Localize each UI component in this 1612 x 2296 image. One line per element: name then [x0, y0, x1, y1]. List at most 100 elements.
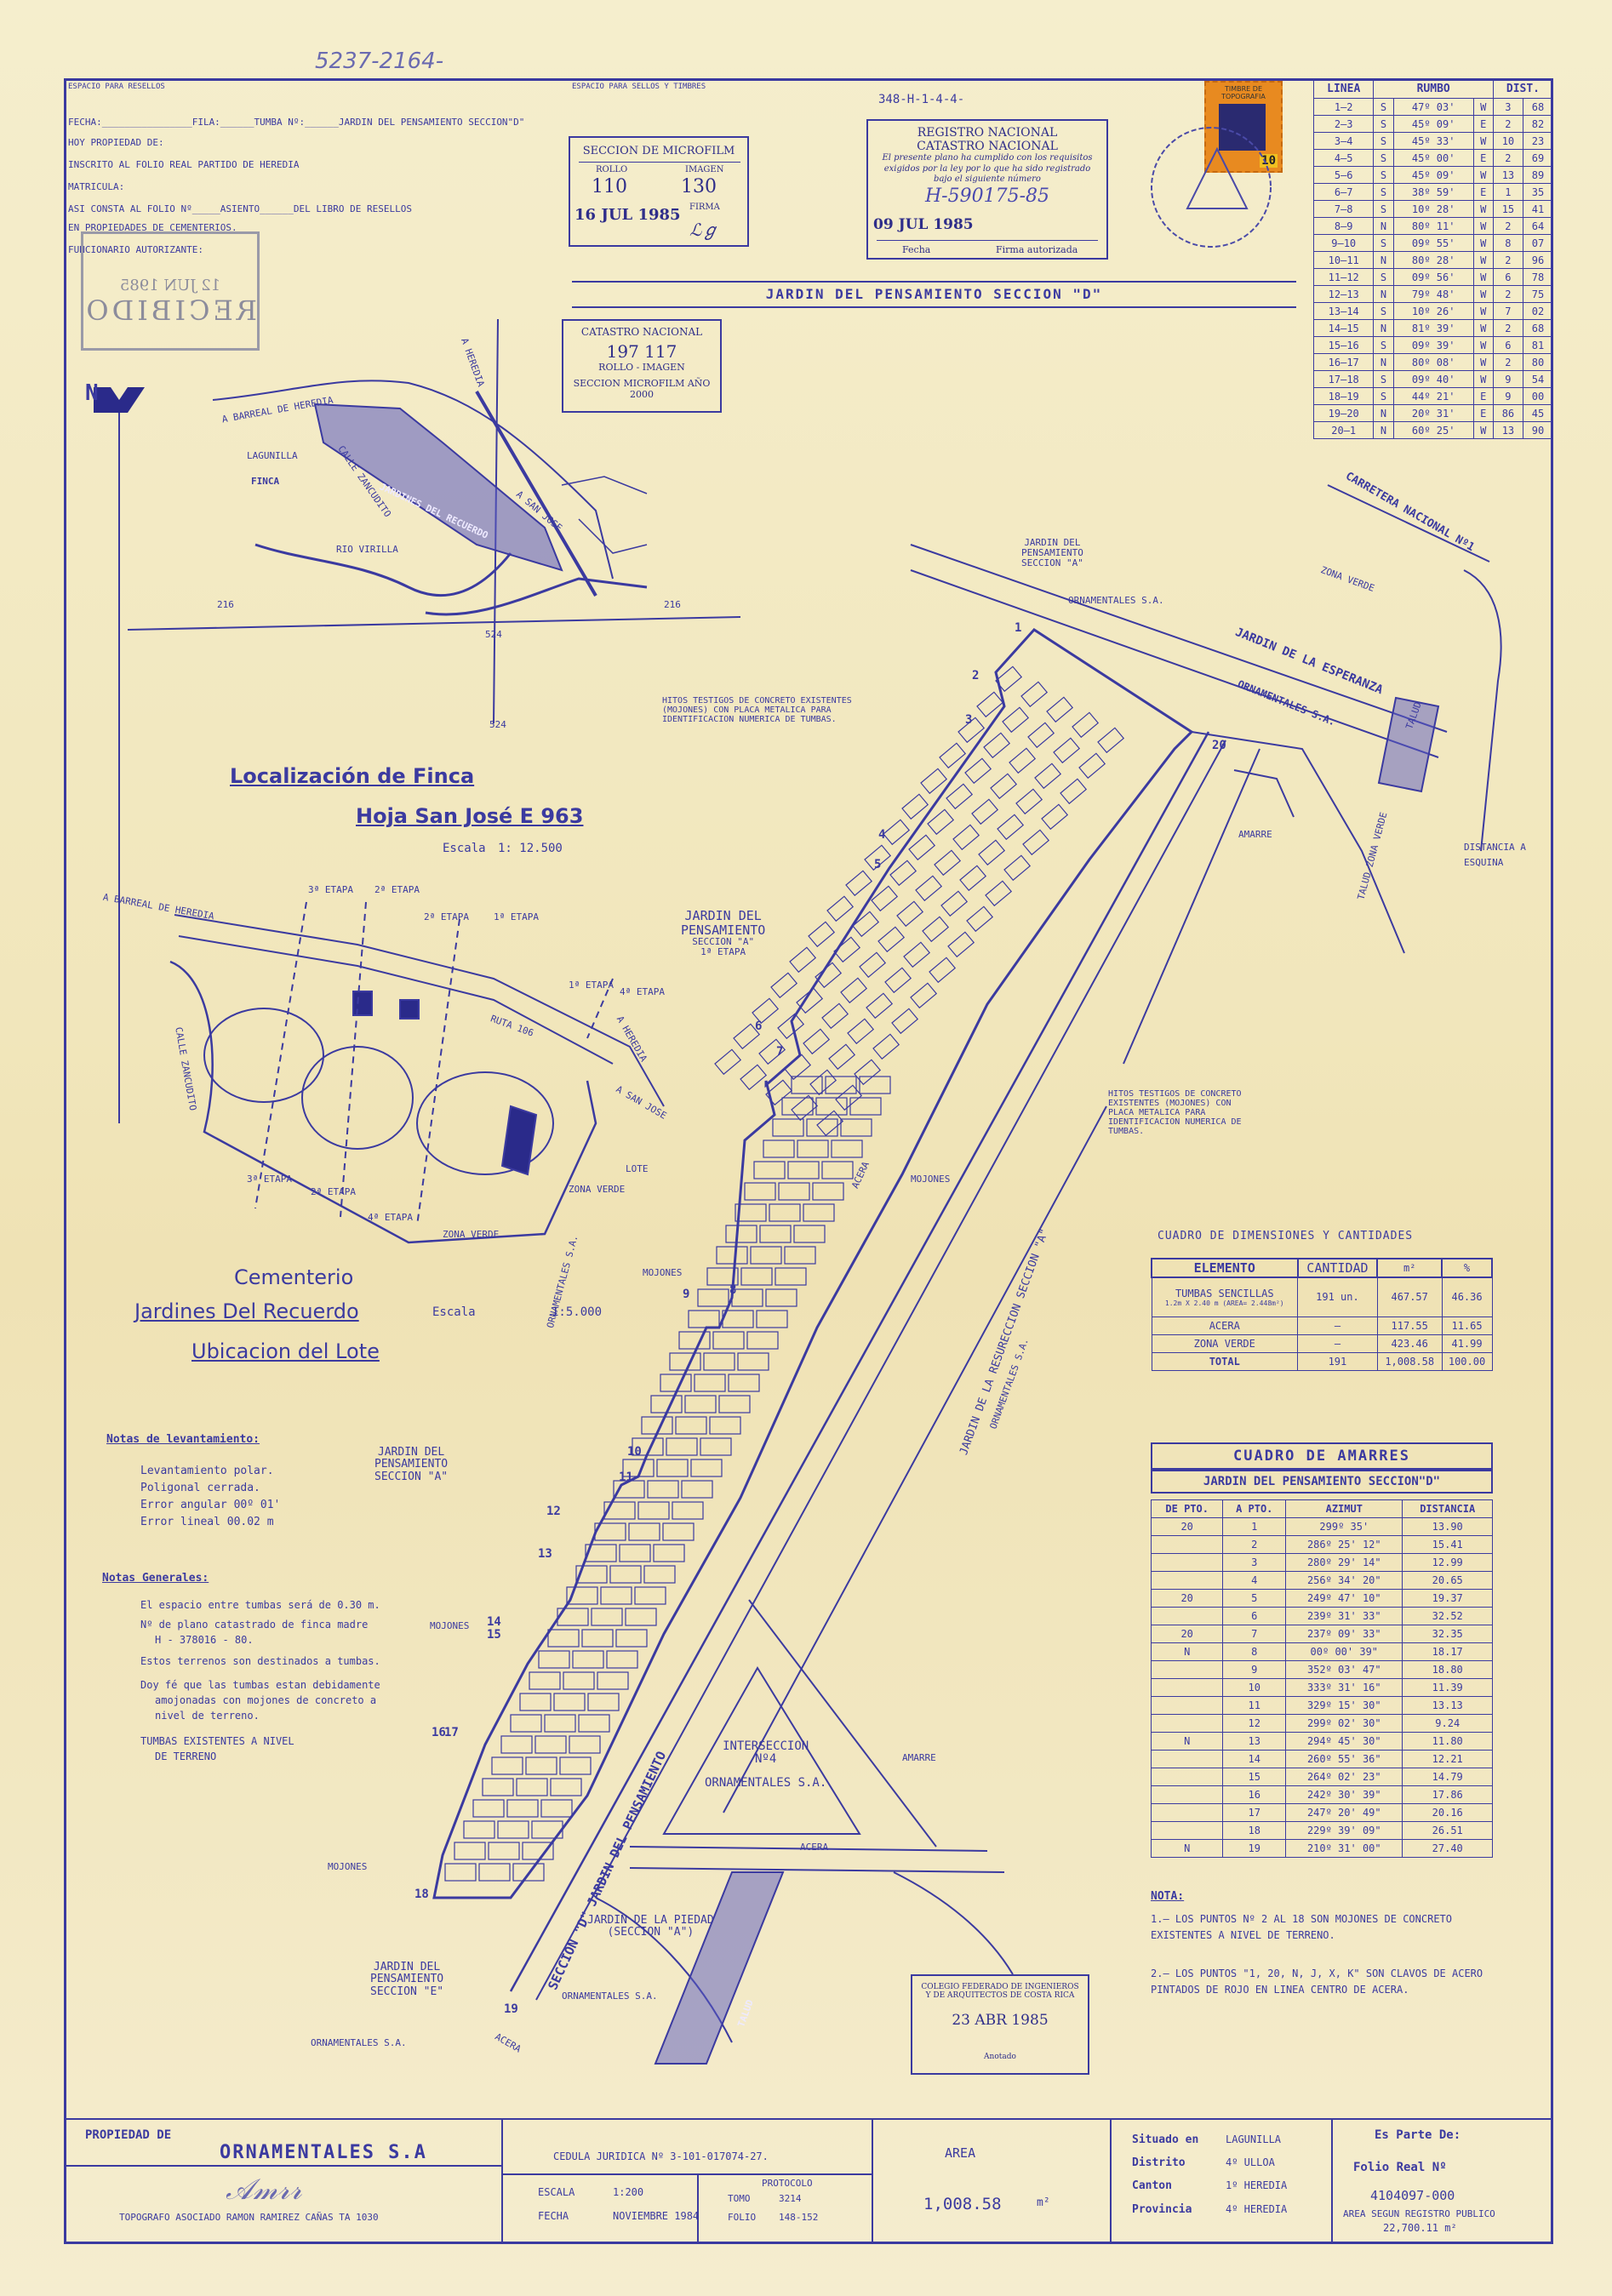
survey-point-label: 12	[546, 1505, 561, 1518]
survey-point-label: 7	[776, 1045, 783, 1059]
grave-cell	[478, 1863, 511, 1882]
general-notes-title: Notas Generales:	[102, 1572, 209, 1585]
grave-cell	[903, 941, 931, 968]
registro-stamp: REGISTRO NACIONAL CATASTRO NACIONAL El p…	[866, 119, 1108, 260]
es-parte-label: Es Parte De:	[1375, 2128, 1461, 2142]
form-line: EN PROPIEDADES DE CEMENTERIOS.	[68, 222, 237, 233]
situado-label: Situado en	[1132, 2133, 1199, 2146]
label-line: SECCION "E"	[370, 1985, 444, 1998]
grave-cell	[859, 1076, 891, 1094]
rumbo-cell: S	[1373, 115, 1394, 133]
cemetery-scale: 1:5.000	[552, 1305, 603, 1319]
grave-cell	[740, 1064, 768, 1091]
grave-cell	[815, 1097, 848, 1116]
grave-cell	[915, 875, 943, 902]
grave-cell	[821, 1161, 854, 1179]
grave-cell	[777, 1013, 805, 1040]
sidewalk-line	[910, 569, 1439, 758]
grave-cell	[891, 1008, 919, 1035]
survey-point-label: 11	[619, 1471, 633, 1484]
grave-cell	[632, 1437, 664, 1456]
grave-cell	[1097, 727, 1125, 754]
survey-point-label: 9	[683, 1288, 689, 1301]
coord-label: 524	[485, 629, 502, 640]
grave-cell	[840, 1118, 872, 1137]
dim-table-title: CUADRO DE DIMENSIONES Y CANTIDADES	[1158, 1230, 1414, 1242]
north-arrow	[94, 387, 145, 1123]
grave-cell	[678, 1331, 711, 1350]
protocolo-label: PROTOCOLO	[762, 2178, 813, 2189]
rumbo-cell: W	[1472, 217, 1494, 235]
grave-cell	[828, 1043, 856, 1071]
grave-cell	[660, 1374, 692, 1392]
road-line	[629, 1846, 988, 1852]
firma-label: FIRMA	[689, 203, 720, 212]
grave-cell	[603, 1501, 636, 1520]
grave-cell	[641, 1416, 673, 1435]
survey-note: Error lineal 00.02 m	[140, 1516, 274, 1528]
grave-cell	[735, 1203, 767, 1222]
general-note: DE TERRENO	[155, 1751, 217, 1762]
grave-cell	[864, 844, 892, 871]
dim-cell-text: TUMBAS SENCILLAS	[1175, 1287, 1274, 1299]
grave-cell	[675, 1416, 707, 1435]
grave-cell	[966, 905, 994, 933]
cem-label: 1ª ETAPA	[569, 980, 614, 991]
folio-real-label: Folio Real Nº	[1353, 2161, 1447, 2174]
grave-cell	[615, 1629, 648, 1648]
hitos-note: HITOS TESTIGOS DE CONCRETO EXISTENTES (M…	[662, 696, 852, 724]
area-value: 1,008.58	[923, 2195, 1002, 2213]
grave-cell	[625, 1608, 657, 1626]
grave-cell	[976, 691, 1004, 718]
general-note: H - 378016 - 80.	[155, 1634, 254, 1646]
form-line: INSCRITO AL FOLIO REAL PARTIDO DE HEREDI…	[68, 159, 300, 170]
grave-cell	[731, 1288, 763, 1307]
mojones-label: MOJONES	[328, 1861, 368, 1872]
grave-cell	[694, 1374, 726, 1392]
colegio-line: Y DE ARQUITECTOS DE COSTA RICA	[925, 1991, 1075, 2000]
label-line: 1ª ETAPA	[700, 946, 746, 958]
cem-label: ZONA VERDE	[569, 1184, 626, 1195]
folio-label: FOLIO	[728, 2212, 757, 2223]
road-line	[174, 914, 665, 1107]
ornamentales-label: ORNAMENTALES S.A.	[562, 1990, 658, 2002]
grave-cell	[756, 1310, 788, 1328]
survey-point-label: 16	[432, 1726, 446, 1739]
grave-cell	[697, 1288, 729, 1307]
distrito-label: Distrito	[1132, 2156, 1186, 2169]
grave-cell	[884, 967, 912, 994]
grave-cell	[585, 1544, 617, 1562]
dim-header: m²	[1376, 1258, 1443, 1278]
grave-cell	[672, 1501, 704, 1520]
label-line: ORNAMENTALES S.A.	[705, 1775, 827, 1790]
survey-note: Poligonal cerrada.	[140, 1482, 260, 1494]
coord-label: 524	[489, 719, 506, 730]
dim-cell: 191	[1297, 1351, 1378, 1371]
tomo-value: 3214	[779, 2193, 802, 2204]
grave-cell	[910, 982, 938, 1009]
grave-cell	[519, 1693, 552, 1711]
acera-label: ACERA	[800, 1842, 829, 1853]
loc-label: RIO VIRILLA	[336, 544, 398, 555]
grave-cell	[690, 1459, 723, 1477]
amarres-cell: 280º 29' 14"	[1285, 1553, 1403, 1572]
ornamentales-label: ORNAMENTALES S.A.	[1068, 595, 1164, 606]
grave-cell	[852, 911, 880, 938]
grave-cell	[1060, 778, 1088, 805]
amarres-cell: 210º 31' 00"	[1285, 1839, 1403, 1858]
road-line	[893, 1871, 1014, 1975]
cemetery-boundary	[169, 960, 597, 1244]
form-line: FECHA:________________FILA:______TUMBA N…	[68, 117, 525, 128]
dim-cell: 46.36	[1441, 1277, 1493, 1317]
grave-cell	[854, 1059, 882, 1086]
grave-cell	[529, 1671, 561, 1690]
rumbo-cell: S	[1373, 302, 1394, 320]
grave-cell	[934, 849, 962, 877]
registro-date: 09 JUL 1985	[873, 216, 974, 233]
survey-point-label: 13	[538, 1547, 552, 1561]
label-line: PENSAMIENTO	[681, 922, 766, 938]
registro-fecha-label: Fecha	[902, 244, 931, 255]
grave-cell	[740, 1267, 773, 1286]
